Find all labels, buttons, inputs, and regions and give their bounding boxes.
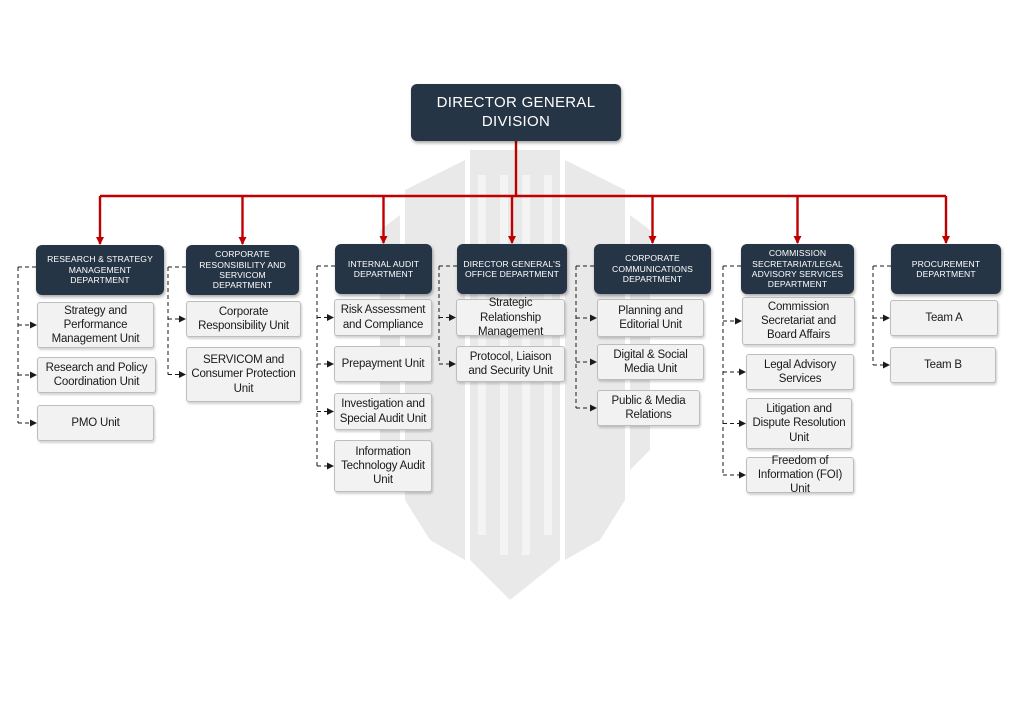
dept-director-generals-office: DIRECTOR GENERAL'S OFFICE DEPARTMENT [457,244,567,294]
unit-digital-social-media: Digital & Social Media Unit [597,344,704,380]
unit-risk-assessment: Risk Assessment and Compliance [334,299,432,336]
unit-team-a: Team A [890,300,998,336]
unit-corporate-responsibility: Corporate Responsibility Unit [186,301,301,337]
unit-protocol-liaison-security: Protocol, Liaison and Security Unit [456,346,565,382]
dept-procurement: PROCUREMENT DEPARTMENT [891,244,1001,294]
unit-foi: Freedom of Information (FOI) Unit [746,455,854,495]
unit-research-policy: Research and Policy Coordination Unit [37,357,156,393]
unit-it-audit: Information Technology Audit Unit [334,440,432,492]
unit-strategy-performance: Strategy and Performance Management Unit [37,302,154,348]
unit-team-b: Team B [890,347,996,383]
unit-planning-editorial: Planning and Editorial Unit [597,299,704,337]
dept-corporate-communications: CORPORATE COMMUNICATIONS DEPARTMENT [594,244,711,294]
dept-corporate-responsibility-servicom: CORPORATE RESONSIBILITY AND SERVICOM DEP… [186,245,299,295]
unit-strategic-relationship: Strategic Relationship Management [456,297,565,338]
dept-research-strategy: RESEARCH & STRATEGY MANAGEMENT DEPARTMEN… [36,245,164,295]
unit-legal-advisory: Legal Advisory Services [746,354,854,390]
unit-public-media-relations: Public & Media Relations [597,390,700,426]
unit-commission-secretariat-board: Commission Secretariat and Board Affairs [742,297,855,345]
unit-pmo: PMO Unit [37,405,154,441]
dept-internal-audit: INTERNAL AUDIT DEPARTMENT [335,244,432,294]
unit-servicom-consumer-protection: SERVICOM and Consumer Protection Unit [186,347,301,402]
dept-commission-secretariat-legal: COMMISSION SECRETARIAT/LEGAL ADVISORY SE… [741,244,854,294]
unit-prepayment: Prepayment Unit [334,346,432,382]
unit-investigation-special-audit: Investigation and Special Audit Unit [334,393,432,430]
unit-litigation-dispute: Litigation and Dispute Resolution Unit [746,398,852,449]
director-general-division-box: DIRECTOR GENERAL DIVISION [411,84,621,141]
